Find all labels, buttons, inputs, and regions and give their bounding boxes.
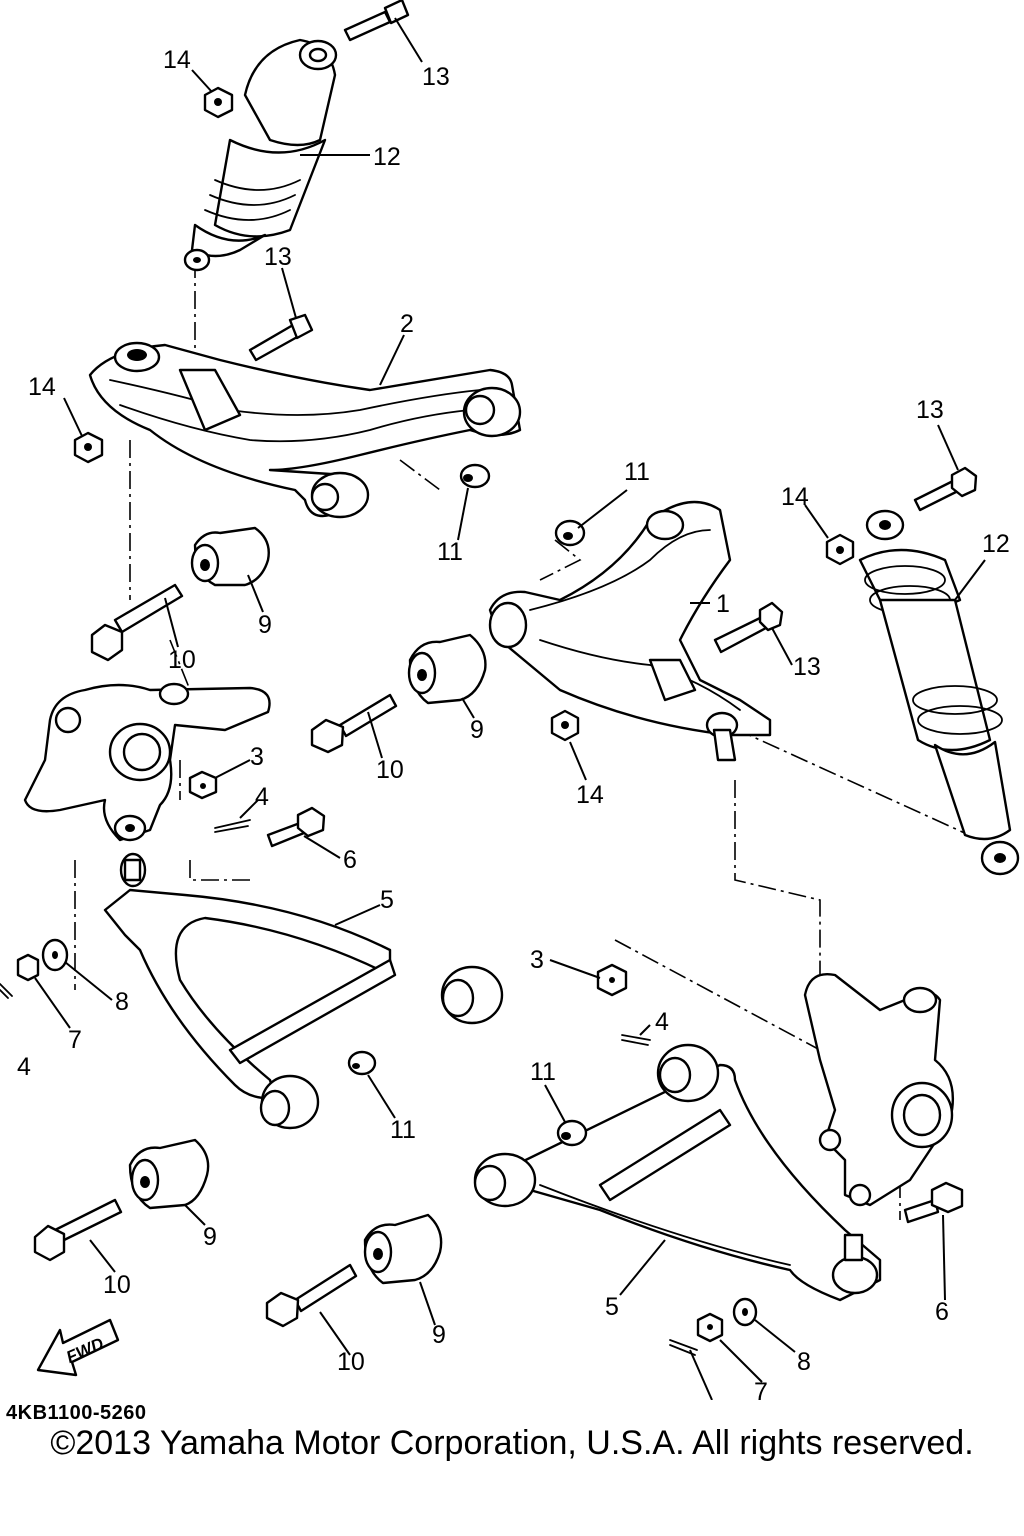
knuckle-left [23, 682, 271, 842]
callout-label: 14 [28, 373, 56, 401]
callout-label: 6 [935, 1298, 949, 1326]
callout-label: 11 [624, 458, 650, 486]
nut-7-right [696, 1312, 724, 1343]
washer-8-left [41, 938, 69, 972]
callout-label: 14 [163, 46, 191, 74]
nut-14-upper-arm [73, 431, 104, 464]
collar-11-upper [459, 463, 491, 489]
knuckle-right [803, 973, 954, 1207]
bushing-9-b [407, 633, 487, 705]
lower-arm-5-left [103, 852, 504, 1130]
callout-label: 3 [530, 946, 544, 974]
callout-label: 4 [255, 783, 269, 811]
callout-label: 5 [605, 1293, 619, 1321]
callout-label: 9 [432, 1321, 446, 1349]
callout-label: 11 [390, 1116, 416, 1144]
callout-label: 12 [373, 143, 401, 171]
callout-label: 8 [797, 1348, 811, 1376]
bolt-10-b [310, 693, 398, 754]
callout-label: 13 [264, 243, 292, 271]
nut-7-left [16, 953, 40, 982]
bushing-9-c [128, 1138, 210, 1210]
callout-label: 4 [655, 1008, 669, 1036]
collar-11-lower-left [347, 1050, 377, 1076]
callout-label: 11 [437, 538, 463, 566]
lower-arm-5-right [473, 1043, 882, 1302]
callout-label: 8 [115, 988, 129, 1016]
leader-lines [34, 17, 986, 1400]
bolt-10-d [265, 1263, 358, 1328]
callout-label: 14 [576, 781, 604, 809]
bolt-13-top [343, 0, 410, 42]
shock-absorber-right [858, 509, 1020, 876]
callout-label: 11 [530, 1058, 556, 1086]
callout-label: 10 [103, 1271, 131, 1299]
callout-label: 13 [422, 63, 450, 91]
callout-label: 14 [781, 483, 809, 511]
callout-label: 10 [337, 1348, 365, 1376]
bolt-6-right [903, 1181, 964, 1224]
castle-nut-3-left [188, 770, 218, 800]
upper-arm-1 [488, 500, 772, 762]
cotter-pin-4-left [214, 819, 251, 833]
callout-label: 2 [400, 310, 414, 338]
callout-labels: 14 13 12 13 2 14 11 13 14 12 11 1 9 10 1… [17, 46, 1010, 1400]
callout-label: 7 [754, 1378, 768, 1400]
collar-11-right-upper [554, 519, 586, 547]
callout-label: 6 [343, 846, 357, 874]
cotter-pin-4-far-left [0, 983, 13, 999]
bolt-10-c [33, 1198, 123, 1262]
callout-label: 4 [17, 1053, 31, 1081]
bushing-9-a [190, 526, 270, 587]
callout-label: 10 [376, 756, 404, 784]
bolt-6-left [266, 806, 326, 848]
suspension-exploded-diagram: FWD [0, 0, 1020, 1400]
shock-absorber-left [183, 38, 338, 272]
cotter-pin-4-lower-right [669, 1339, 698, 1356]
callout-label: 12 [982, 530, 1010, 558]
castle-nut-3-right [596, 963, 628, 997]
nut-14-right [550, 709, 580, 742]
callout-label: 13 [916, 396, 944, 424]
callout-label: 9 [203, 1223, 217, 1251]
bushing-9-d [363, 1213, 443, 1285]
washer-8-right [732, 1297, 758, 1327]
callout-label: 5 [380, 886, 394, 914]
callout-label: 4 [706, 1396, 720, 1400]
bolt-13-right [713, 601, 784, 654]
bolt-13-far-right [913, 466, 978, 512]
bolt-13-upper-arm [248, 313, 314, 362]
callout-label: 13 [793, 653, 821, 681]
nut-14-top [203, 86, 234, 119]
collar-11-lower-right [556, 1119, 588, 1147]
forward-arrow: FWD [36, 1318, 120, 1377]
copyright-notice: ©2013 Yamaha Motor Corporation, U.S.A. A… [50, 1424, 974, 1462]
callout-label: 10 [168, 646, 196, 674]
cotter-pin-4-right [621, 1034, 651, 1046]
callout-label: 1 [716, 590, 730, 618]
bolt-10-a [90, 583, 184, 662]
nut-14-far-right [825, 533, 855, 566]
upper-arm-2 [88, 341, 522, 519]
callout-label: 9 [470, 716, 484, 744]
callout-label: 9 [258, 611, 272, 639]
callout-label: 3 [250, 743, 264, 771]
diagram-code: 4KB1100-5260 [6, 1402, 147, 1424]
callout-label: 7 [68, 1026, 82, 1054]
